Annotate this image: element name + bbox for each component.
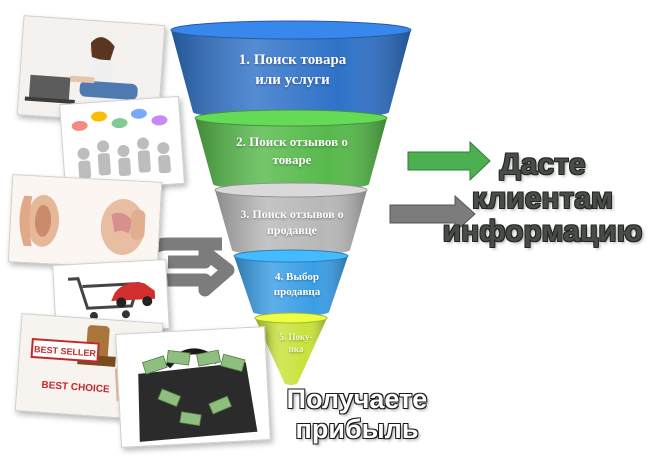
stage-1-label: 1. Поиск товара или услуги (238, 52, 347, 89)
green-arrow-icon (407, 140, 491, 182)
stage-4-label: 4. Выбор продавца (273, 271, 321, 298)
photo-money-bag (115, 326, 271, 448)
photo-cart-car (52, 259, 170, 335)
stage-2-label: 2. Поиск отзывов о товаре (236, 134, 348, 167)
info-result-text: Дасте клиентам информацию (442, 148, 643, 249)
funnel-stage-shine (171, 30, 411, 119)
best-seller-sign: BEST SELLER (34, 344, 97, 358)
funnel-stage-top (194, 109, 388, 127)
funnel-stage-shine (195, 118, 387, 190)
profit-result-text: Получаете прибыль (286, 384, 428, 445)
funnel-stage-top (233, 249, 349, 263)
funnel-stage-shine (215, 190, 367, 255)
photo-woman-laptop (16, 15, 166, 125)
funnel-stage-top (214, 182, 368, 198)
funnel-stage-top (254, 312, 328, 324)
funnel-stage-shine (255, 318, 327, 385)
stage-5-label: 5. Поку- пка (279, 332, 313, 355)
funnel-stage-top (170, 20, 412, 40)
photo-people-chat (59, 95, 185, 193)
stage-3-label: 3. Поиск отзывов о продавце (240, 207, 344, 238)
funnel-stage-shine (234, 256, 348, 316)
photo-listening-ears (7, 174, 163, 270)
best-choice-sign: BEST CHOICE (41, 380, 110, 396)
gray-arrow-icon (389, 194, 476, 234)
